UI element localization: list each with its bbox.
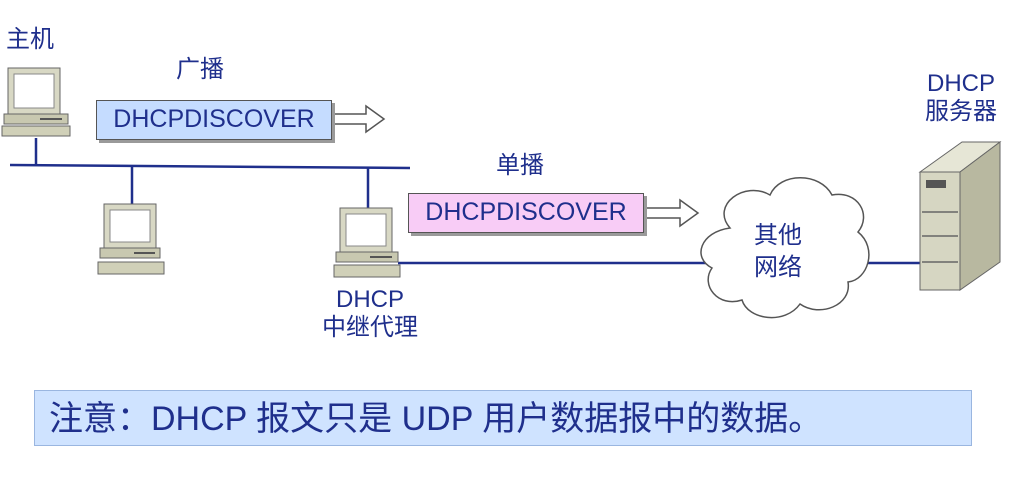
unicast-label: 单播: [496, 152, 544, 179]
dhcp-server-icon: [918, 141, 1002, 291]
relay-agent-label: DHCP 中继代理: [300, 286, 440, 342]
relay-agent-label-line1: DHCP: [335, 286, 404, 313]
dhcp-server-label-line1: DHCP: [926, 70, 995, 97]
relay-agent-computer-icon: [333, 207, 401, 278]
broadcast-label: 广播: [176, 56, 224, 83]
cloud-label-line1: 其他: [754, 222, 802, 249]
unicast-arrow-icon: [643, 198, 700, 228]
broadcast-arrow-icon: [332, 104, 386, 134]
cloud-label: 其他 网络: [738, 220, 818, 284]
lan-computer-icon: [97, 203, 165, 275]
dhcp-server-label: DHCP 服务器: [906, 70, 1013, 126]
unicast-message-box: DHCPDISCOVER: [408, 193, 644, 233]
host-computer-icon: [1, 67, 71, 137]
dhcp-server-label-line2: 服务器: [925, 98, 997, 125]
cloud-label-line2: 网络: [754, 254, 802, 281]
note-banner: 注意：DHCP 报文只是 UDP 用户数据报中的数据。: [34, 390, 972, 446]
host-label: 主机: [6, 26, 54, 53]
other-network-cloud: [700, 177, 870, 319]
relay-agent-label-line2: 中继代理: [322, 314, 418, 341]
broadcast-message-box: DHCPDISCOVER: [96, 100, 332, 140]
